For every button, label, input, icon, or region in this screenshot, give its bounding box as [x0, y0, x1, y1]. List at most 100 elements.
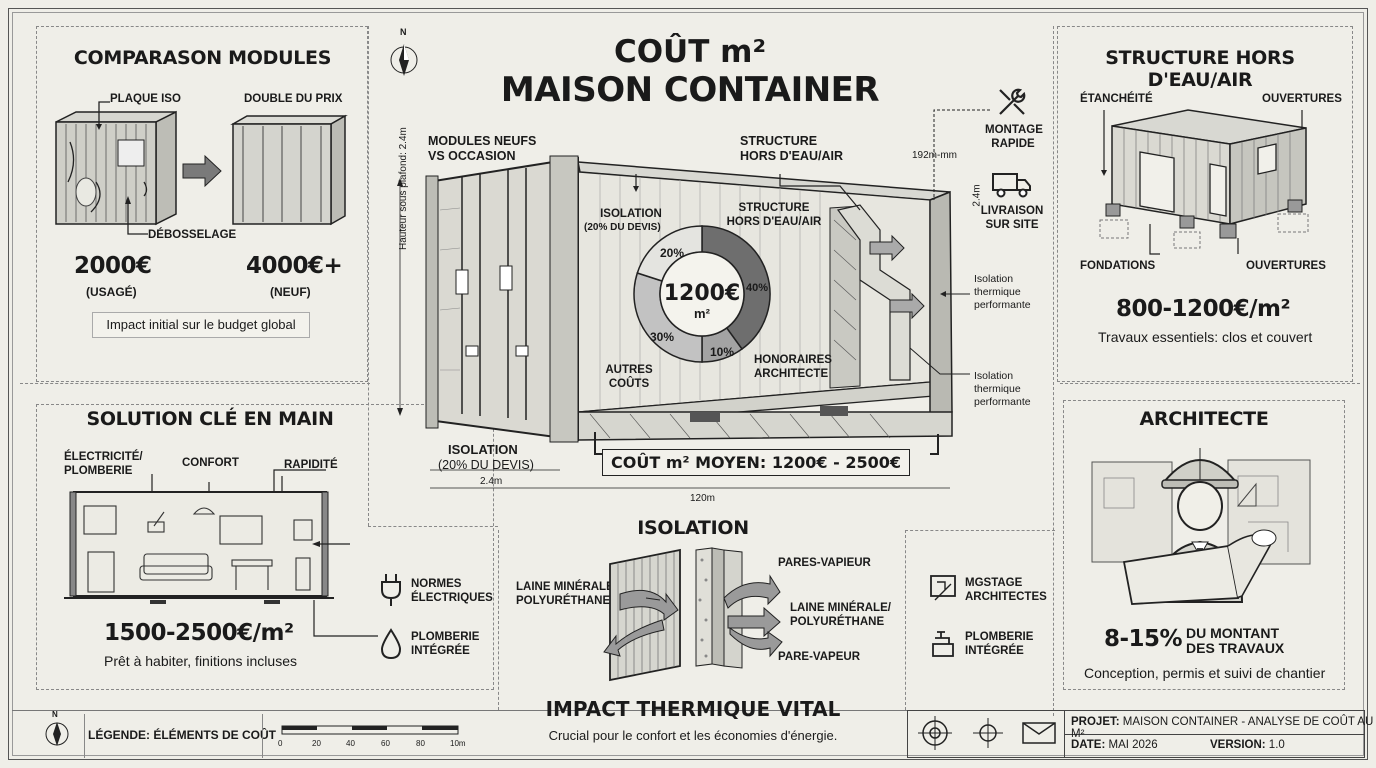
- date-label: DATE:: [1071, 739, 1106, 751]
- envelope-icon: [1022, 722, 1056, 744]
- dim-width: 2.4m: [480, 476, 503, 487]
- page-title-line2: MAISON CONTAINER: [500, 70, 880, 110]
- structure-caption: Travaux essentiels: clos et couvert: [1098, 329, 1313, 345]
- slice-label-structure: 40%: [746, 282, 769, 294]
- legend-label: LÉGENDE: ÉLÉMENTS DE COÛT: [88, 728, 277, 742]
- price-used: 2000€: [74, 253, 152, 279]
- insulation-title: ISOLATION: [637, 517, 749, 539]
- divider: [905, 530, 1055, 531]
- insulation-layers-illustration: [603, 547, 783, 682]
- pie-legend-honoraires: HONORAIRES ARCHITECTE: [754, 354, 832, 380]
- feature-plumbing: PLOMBERIE INTÉGRÉE: [411, 631, 480, 657]
- label-isolation-bottom: ISOLATION: [448, 442, 518, 457]
- panel-structure: [1057, 26, 1353, 382]
- label-electricity: ÉLECTRICITÉ/ PLOMBERIE: [64, 451, 143, 477]
- scale-tick-0: 0: [278, 739, 283, 748]
- pie-legend-structure: STRUCTURE HORS D'EAU/AIR: [726, 202, 822, 228]
- target-icon: [918, 716, 952, 750]
- leader: [96, 101, 110, 130]
- price-new: 4000€+: [246, 253, 343, 279]
- label-double-price: DOUBLE DU PRIX: [244, 93, 343, 105]
- dim-side: 2.4m: [971, 184, 983, 207]
- label-foundations: FONDATIONS: [1080, 260, 1156, 272]
- footer-compass-n: N: [52, 710, 58, 719]
- title-block: [907, 710, 1365, 758]
- date-value: MAI 2026: [1108, 739, 1158, 751]
- project-value: MAISON CONTAINER - ANALYSE DE COÛT AU M²: [1071, 716, 1374, 740]
- label-denting: DÉBOSSELAGE: [148, 229, 237, 241]
- label-isolation-bottom-note: (20% DU DEVIS): [438, 458, 534, 472]
- turnkey-price: 1500-2500€/m²: [104, 620, 294, 646]
- blueprint-icon: [930, 575, 956, 601]
- structure-title: STRUCTURE HORS D'EAU/AIR: [1105, 47, 1295, 91]
- inner-frame: [12, 12, 1364, 756]
- label-vapor-top: PARES-VAPIEUR: [778, 557, 871, 569]
- pie-legend-autres: AUTRES COÛTS: [605, 364, 653, 390]
- side-insulation-2: Isolation thermique performante: [974, 370, 1031, 409]
- label-modules: MODULES NEUFS VS OCCASION: [428, 134, 537, 163]
- container-3d-illustration: [397, 109, 990, 489]
- price-used-note: (USAGÉ): [86, 285, 137, 299]
- divider: [84, 714, 85, 758]
- scale-tick-4: 80: [416, 739, 425, 748]
- label-sealing: ÉTANCHÉITÉ: [1080, 93, 1153, 105]
- dim-length: 120m: [690, 493, 716, 504]
- crosshair-icon: [973, 718, 1003, 748]
- architect-price: 8-15%: [1104, 626, 1183, 652]
- structure-illustration: [1099, 109, 1309, 255]
- turnkey-title: SOLUTION CLÉ EN MAIN: [86, 408, 334, 430]
- panel-turnkey: [36, 404, 494, 690]
- price-new-note: (NEUF): [270, 285, 311, 299]
- architect-title: ARCHITECTE: [1139, 408, 1269, 430]
- arrow-right-icon: [182, 154, 222, 188]
- outer-frame: [8, 8, 1368, 760]
- used-container-illustration: [55, 110, 177, 226]
- compass-icon: [390, 44, 418, 76]
- label-structure-top: STRUCTURE HORS D'EAU/AIR: [740, 134, 843, 163]
- divider: [20, 383, 370, 384]
- leader: [125, 196, 148, 235]
- page-title-line1: COÛT m²: [613, 34, 767, 70]
- compass-icon: [45, 722, 69, 746]
- leader: [909, 347, 970, 375]
- feature-montage: MONTAGE RAPIDE: [985, 124, 1043, 150]
- cost-pie-chart: [633, 225, 771, 363]
- version-value: 1.0: [1268, 739, 1285, 751]
- comparison-title: COMPARASON MODULES: [73, 47, 332, 69]
- divider: [368, 526, 498, 527]
- compass-n: N: [400, 27, 407, 37]
- panel-comparison: [36, 26, 368, 382]
- label-iso-plate: PLAQUE ISO: [110, 93, 181, 105]
- slice-label-autres: 30%: [650, 330, 675, 344]
- truck-icon: [992, 173, 1031, 198]
- label-comfort: CONFORT: [182, 457, 239, 469]
- impact-title: IMPACT THERMIQUE VITAL: [545, 697, 841, 721]
- footer-divider: [12, 710, 908, 711]
- divider: [1064, 734, 1364, 735]
- leader: [312, 541, 350, 547]
- interior-illustration: [64, 469, 334, 604]
- divider: [1053, 26, 1054, 716]
- architect-price-note: DU MONTANT DES TRAVAUX: [1186, 625, 1285, 657]
- plug-icon: [381, 574, 401, 606]
- divider: [1060, 383, 1360, 384]
- leader: [313, 600, 378, 637]
- dim-top: 192m-mm: [912, 150, 958, 161]
- leader: [940, 291, 970, 297]
- scale-tick-2: 40: [346, 739, 355, 748]
- scale-tick-5: 10m: [450, 739, 466, 748]
- divider: [368, 26, 369, 526]
- version-label: VERSION:: [1210, 739, 1266, 751]
- new-container-illustration: [230, 114, 348, 226]
- divider: [498, 530, 499, 710]
- side-insulation-1: Isolation thermique performante: [974, 273, 1031, 312]
- wrench-tools-icon: [999, 88, 1026, 115]
- dim-height: Hauteur sous plafond: 2.4m: [398, 127, 409, 250]
- avg-cost-box: COÛT m² MOYEN: 1200€ - 2500€: [602, 449, 911, 476]
- scale-tick-1: 20: [312, 739, 321, 748]
- label-wool-right: LAINE MINÉRALE/ POLYURÉTHANE: [790, 602, 891, 628]
- pie-center-value: 1200€: [663, 281, 741, 306]
- architect-illustration: [1091, 448, 1311, 605]
- pie-hole: [659, 251, 745, 337]
- divider: [905, 530, 906, 710]
